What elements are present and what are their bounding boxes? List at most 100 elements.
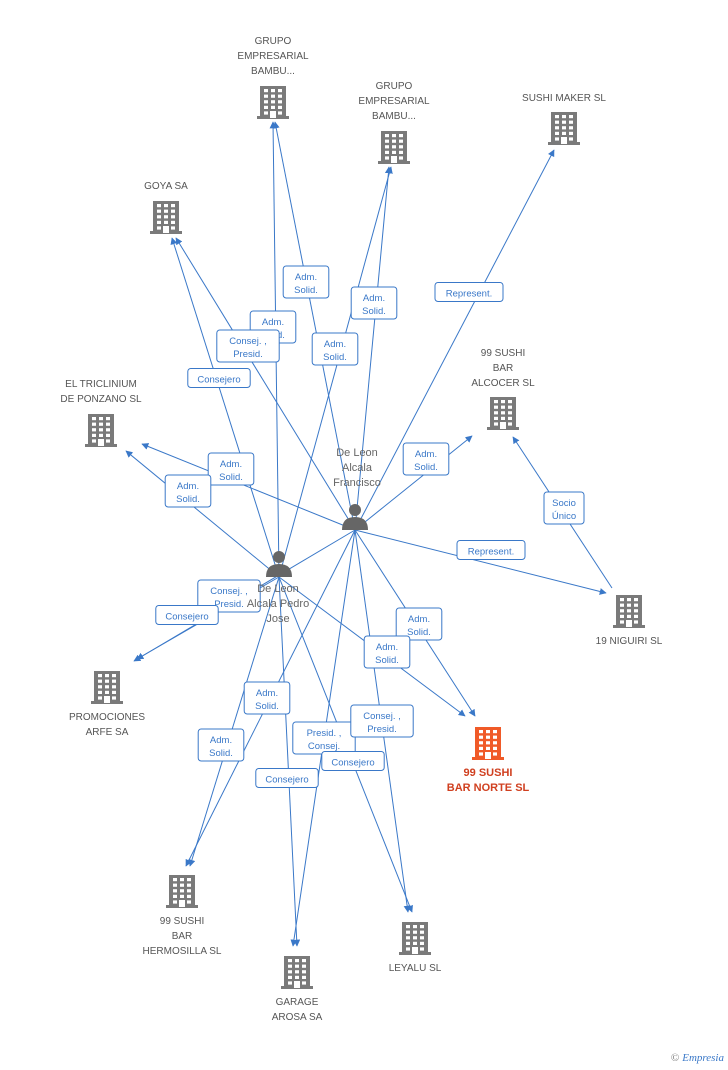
edge-label-text: Consej. , bbox=[363, 711, 401, 722]
building-icon bbox=[85, 414, 117, 447]
edge-label-text: Solid. bbox=[362, 306, 386, 317]
edge-label-text: Único bbox=[552, 511, 576, 522]
edge-label-l17[interactable]: Adm.Solid. bbox=[243, 681, 291, 715]
edge-label-text: Consejero bbox=[197, 375, 240, 386]
edge-line-2 bbox=[272, 121, 356, 531]
company-label: LEYALU SL bbox=[389, 963, 442, 974]
edge-label-l19[interactable]: Presid. ,Consej. bbox=[292, 721, 356, 755]
person-label: Alcala bbox=[342, 462, 373, 474]
edge-label-text: Adm. bbox=[295, 272, 317, 283]
edge-label-l1[interactable]: Adm. Solid. bbox=[282, 265, 330, 299]
edge-label-l12[interactable]: Represent. bbox=[456, 540, 526, 560]
edge-label-text: Solid. bbox=[209, 748, 233, 759]
edge-label-text: Represent. bbox=[468, 547, 514, 558]
edge-label-text: Adm. bbox=[408, 614, 430, 625]
edge-label-text: Solid. bbox=[294, 285, 318, 296]
edge-line-3 bbox=[278, 166, 393, 578]
edge-label-l4[interactable]: Adm.Solid. bbox=[311, 332, 359, 366]
edge-label-l5[interactable]: Consej. ,Presid. bbox=[216, 329, 280, 363]
company-label: GRUPO bbox=[376, 81, 413, 92]
edge-label-box bbox=[164, 474, 212, 508]
company-node-goya[interactable]: GOYA SA bbox=[144, 181, 188, 192]
edge-label-l22[interactable]: Consejero bbox=[321, 751, 385, 771]
building-icon bbox=[378, 131, 410, 164]
edge-label-text: Consejero bbox=[165, 612, 208, 623]
edge-label-box bbox=[321, 751, 385, 771]
edge-line-12 bbox=[354, 529, 607, 595]
company-label: HERMOSILLA SL bbox=[143, 946, 222, 957]
edge-line-6 bbox=[175, 237, 356, 531]
edge-label-box bbox=[155, 605, 219, 625]
person-icon bbox=[266, 551, 292, 577]
edge-label-l14[interactable]: Consejero bbox=[155, 605, 219, 625]
edge-label-box bbox=[255, 768, 319, 788]
edge-label-l3[interactable]: Adm.Solid. bbox=[350, 286, 398, 320]
company-label: AROSA SA bbox=[272, 1012, 323, 1023]
edge-label-l16[interactable]: Adm. Solid. bbox=[363, 635, 411, 669]
edge-label-text: Represent. bbox=[446, 289, 492, 300]
edge-label-text: Socio bbox=[552, 498, 576, 509]
person-label: De Leon bbox=[257, 583, 299, 595]
building-icon bbox=[487, 397, 519, 430]
edge-label-l13[interactable]: Consej. ,Presid. bbox=[197, 579, 261, 613]
building-icon bbox=[166, 875, 198, 908]
company-label: SUSHI MAKER SL bbox=[522, 93, 606, 104]
brand-name: Empresia bbox=[682, 1052, 724, 1064]
edge-label-text: Adm. bbox=[210, 735, 232, 746]
edge-label-text: Solid. bbox=[255, 701, 279, 712]
company-label: 99 SUSHI bbox=[464, 767, 513, 779]
edge-label-l9[interactable]: Adm.Solid. bbox=[164, 474, 212, 508]
company-label: ARFE SA bbox=[86, 727, 129, 738]
company-label: 99 SUSHI bbox=[481, 348, 525, 359]
edge-label-l21[interactable]: Consejero bbox=[255, 768, 319, 788]
edge-line-9 bbox=[141, 443, 356, 531]
edge-label-box bbox=[197, 579, 261, 613]
edge-line-10 bbox=[354, 435, 473, 531]
person-label: Jose bbox=[266, 613, 289, 625]
edge-label-box bbox=[350, 286, 398, 320]
edge-label-box bbox=[350, 704, 414, 738]
company-label: GRUPO bbox=[255, 36, 292, 47]
edge-label-l6[interactable]: Consejero bbox=[187, 368, 251, 388]
edge-label-text: Consejero bbox=[331, 758, 374, 769]
company-label: 19 NIGUIRI SL bbox=[596, 636, 663, 647]
edge-line-4 bbox=[354, 166, 392, 531]
edge-label-box bbox=[434, 282, 504, 302]
company-label: GOYA SA bbox=[144, 181, 188, 192]
edge-label-box bbox=[243, 681, 291, 715]
edge-label-box bbox=[282, 265, 330, 299]
edge-label-l7[interactable]: Represent. bbox=[434, 282, 504, 302]
person-label: Francisco bbox=[333, 477, 381, 489]
edge-labels-layer: Adm. Solid. Adm. Solid. Adm. Solid. Adm. Solid.… bbox=[155, 265, 585, 788]
company-node-niguiri[interactable]: 19 NIGUIRI SL bbox=[596, 636, 663, 647]
edge-label-l20[interactable]: Consej. ,Presid. bbox=[350, 704, 414, 738]
edge-label-text: Solid. bbox=[414, 462, 438, 473]
edge-label-l18[interactable]: Adm. Solid. bbox=[197, 728, 245, 762]
company-node-leyalu[interactable]: LEYALU SL bbox=[389, 963, 442, 974]
edge-label-text: Adm. bbox=[376, 642, 398, 653]
company-node-gemp2[interactable]: GRUPOEMPRESARIALBAMBU... bbox=[358, 81, 430, 122]
edge-label-l8[interactable]: Adm.Solid. bbox=[207, 452, 255, 486]
edge-label-l15[interactable]: Adm.Solid. bbox=[395, 607, 443, 641]
edge-label-text: Solid. bbox=[375, 655, 399, 666]
edges-layer bbox=[125, 121, 613, 947]
edge-label-text: Solid. bbox=[176, 494, 200, 505]
company-node-sushimaker[interactable]: SUSHI MAKER SL bbox=[522, 93, 606, 104]
edge-label-box bbox=[402, 442, 450, 476]
company-node-gemp1[interactable]: GRUPOEMPRESARIALBAMBU... bbox=[237, 36, 309, 77]
building-icon bbox=[548, 112, 580, 145]
edge-label-text: Consej. , bbox=[229, 336, 267, 347]
edge-label-l10[interactable]: Adm.Solid. bbox=[402, 442, 450, 476]
edge-label-text: Adm. bbox=[262, 317, 284, 328]
